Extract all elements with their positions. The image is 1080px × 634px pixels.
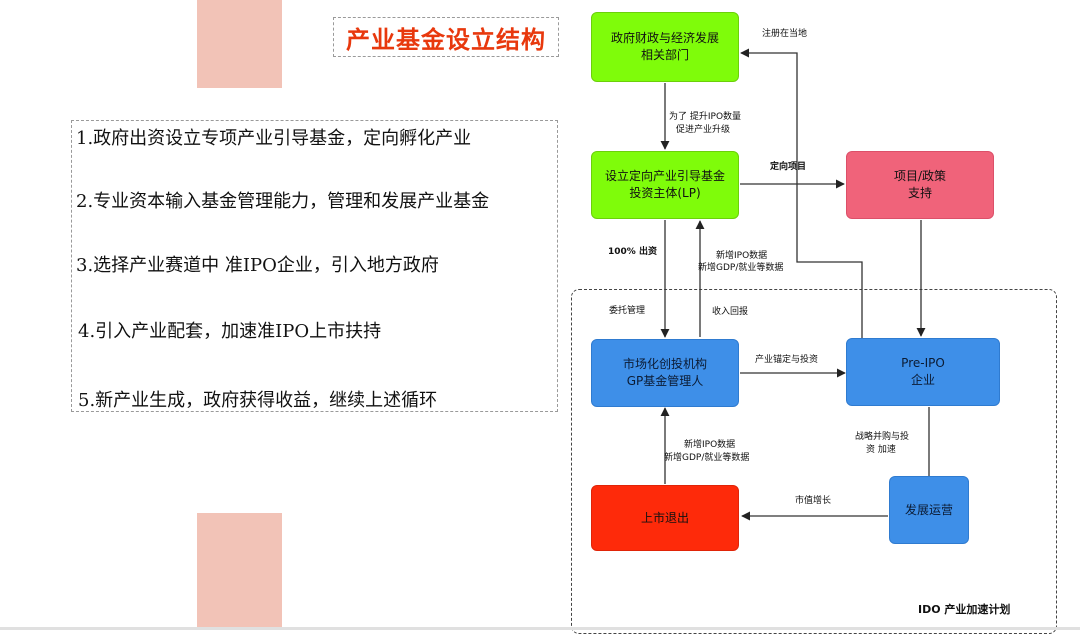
- node-exit-line1: 上市退出: [640, 510, 689, 525]
- edge-label-directed-project: 定向项目: [770, 162, 807, 172]
- list-item: 5.新产业生成，政府获得收益，继续上述循环: [78, 390, 438, 411]
- edge-label-promote-2: 促进产业升级: [676, 125, 731, 135]
- edge-label-ma-2: 资 加速: [866, 445, 896, 455]
- node-project-policy: 项目/政策 支持: [846, 151, 994, 219]
- node-preipo-line1: Pre-IPO: [901, 356, 945, 370]
- node-gp-manager: 市场化创投机构 GP基金管理人: [591, 339, 739, 407]
- list-item: 4.引入产业配套，加速准IPO上市扶持: [78, 321, 382, 342]
- edge-label-anchor-invest: 产业锚定与投资: [755, 355, 819, 365]
- footer-label: IDO 产业加速计划: [918, 603, 1011, 616]
- node-lp-fund: 设立定向产业引导基金 投资主体(LP): [591, 151, 739, 219]
- edge-label-new-data-2a: 新增IPO数据: [684, 440, 736, 450]
- edge-label-fund-100: 100% 出资: [608, 247, 657, 257]
- node-government-dept: 政府财政与经济发展 相关部门: [591, 12, 739, 82]
- node-lp-line1: 设立定向产业引导基金: [604, 169, 725, 183]
- list-item: 1.政府出资设立专项产业引导基金，定向孵化产业: [76, 128, 472, 149]
- node-preipo-line2: 企业: [910, 373, 935, 387]
- decor-block-bottom: [197, 513, 282, 630]
- node-gov-line1: 政府财政与经济发展: [610, 31, 719, 45]
- node-project-line2: 支持: [907, 186, 932, 200]
- node-pre-ipo: Pre-IPO 企业: [846, 338, 1000, 406]
- edge-label-new-data-1b: 新增GDP/就业等数据: [698, 263, 784, 273]
- edge-label-register: 注册在当地: [762, 29, 808, 39]
- node-ipo-exit: 上市退出: [591, 485, 739, 551]
- node-gov-line2: 相关部门: [640, 48, 689, 62]
- edge-label-ma-1: 战略并购与投: [855, 432, 910, 442]
- title-box: 产业基金设立结构: [333, 17, 559, 57]
- node-ops-line1: 发展运营: [904, 502, 953, 517]
- decor-block-top: [197, 0, 282, 88]
- edge-label-promote-1: 为了 提升IPO数量: [669, 112, 742, 122]
- node-project-line1: 项目/政策: [893, 169, 947, 183]
- edge-label-new-data-2b: 新增GDP/就业等数据: [664, 453, 750, 463]
- edge-label-entrust: 委托管理: [609, 306, 646, 316]
- page-title: 产业基金设立结构: [346, 25, 546, 54]
- node-gp-line1: 市场化创投机构: [622, 357, 707, 371]
- node-gp-line2: GP基金管理人: [626, 374, 704, 388]
- steps-list: [71, 120, 558, 412]
- edge-label-return: 收入回报: [712, 307, 749, 317]
- node-development-ops: 发展运营: [889, 476, 969, 544]
- list-item: 2.专业资本输入基金管理能力，管理和发展产业基金: [76, 191, 490, 212]
- edge-label-market-cap: 市值增长: [795, 496, 832, 506]
- edge-label-new-data-1a: 新增IPO数据: [716, 251, 768, 261]
- node-lp-line2: 投资主体(LP): [629, 186, 701, 200]
- bottom-divider: [0, 627, 1080, 630]
- edge-preipo-to-gov: [740, 48, 863, 338]
- list-item: 3.选择产业赛道中 准IPO企业，引入地方政府: [76, 255, 439, 276]
